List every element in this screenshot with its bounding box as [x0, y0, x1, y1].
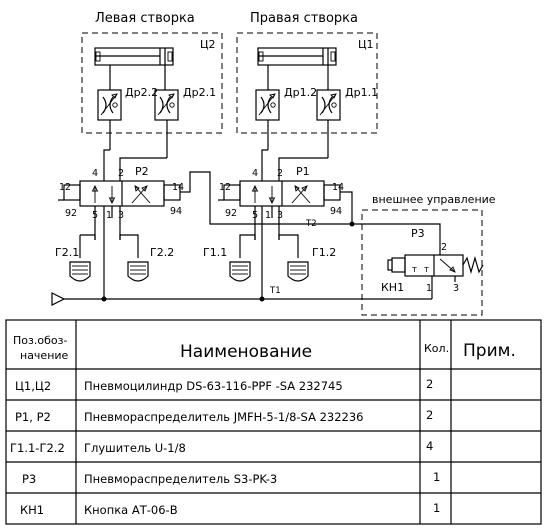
- row3-name: Глушитель U-1/8: [84, 441, 186, 455]
- p1-port94: 94: [330, 206, 342, 217]
- right-title: Правая створка: [250, 11, 358, 26]
- p3-port2: 2: [441, 242, 447, 253]
- row2-qty: 2: [426, 408, 433, 422]
- valve-p3: т т: [188, 171, 484, 282]
- p2-port4: 4: [92, 168, 98, 179]
- p3-t-right: т: [424, 265, 429, 275]
- throttle-valve-dr1-1: [316, 89, 341, 121]
- g21-label: Г2.1: [55, 246, 79, 259]
- p2-port14: 14: [172, 182, 184, 193]
- cylinder-c1: [257, 47, 337, 90]
- t1-label: Т1: [269, 286, 281, 296]
- valve-p1: [218, 149, 348, 240]
- row5-pos: КН1: [20, 503, 44, 517]
- supply-line: [51, 240, 433, 306]
- p1-port5: 5: [252, 210, 258, 221]
- dr21-label: Др2.1: [183, 86, 216, 99]
- p2-port12: 12: [59, 182, 71, 193]
- throttle-valve-dr2-2: [97, 89, 122, 121]
- row3-pos: Г1.1-Г2.2: [10, 441, 65, 455]
- silencer-g1-2: [278, 234, 309, 282]
- external-control-label: внешнее управление: [372, 193, 496, 206]
- silencer-g2-1: [69, 234, 96, 282]
- g22-label: Г2.2: [150, 246, 174, 259]
- p1-port12: 12: [219, 182, 231, 193]
- row3-qty: 4: [426, 439, 433, 453]
- kn1-label: КН1: [381, 281, 404, 294]
- header-name: Наименование: [180, 342, 312, 362]
- p1-port2: 2: [277, 168, 283, 179]
- left-title: Левая створка: [95, 11, 195, 26]
- p1-port92: 92: [225, 208, 237, 219]
- left-cylinder-group-frame: [81, 32, 223, 134]
- row4-qty: 1: [433, 470, 440, 484]
- row2-pos: Р1, Р2: [15, 410, 51, 424]
- g11-label: Г1.1: [203, 246, 227, 259]
- silencer-g2-2: [119, 234, 149, 282]
- p1-port14: 14: [332, 182, 344, 193]
- dr22-label: Др2.2: [125, 86, 158, 99]
- row2-name: Пневмораспределитель JMFH-5-1/8-SA 23223…: [84, 410, 364, 424]
- p3-port3: 3: [453, 283, 459, 294]
- header-pos-line1: Поз.обоз-: [13, 334, 67, 347]
- p3-t-left: т: [412, 265, 417, 275]
- c2-label: Ц2: [200, 38, 216, 51]
- parts-table: [5, 319, 542, 525]
- row4-pos: Р3: [22, 472, 36, 486]
- p2-port1: 1: [106, 210, 112, 221]
- row1-qty: 2: [426, 377, 433, 391]
- dr11-label: Др1.1: [345, 86, 378, 99]
- header-qty: Кол.: [424, 342, 449, 355]
- c1-label: Ц1: [358, 38, 374, 51]
- p2-port94: 94: [170, 206, 182, 217]
- p3-port1: 1: [426, 283, 432, 294]
- row1-name: Пневмоцилиндр DS-63-116-PPF -SA 232745: [84, 379, 343, 393]
- throttle-valve-dr2-1: [154, 89, 179, 121]
- header-note: Прим.: [463, 341, 516, 361]
- p1-label: Р1: [296, 165, 310, 178]
- p1-port3: 3: [277, 210, 283, 221]
- p2-label: Р2: [135, 165, 149, 178]
- cylinder-c2: [94, 47, 174, 90]
- p1-port1: 1: [265, 210, 271, 221]
- throttle-valve-dr1-2: [255, 89, 280, 121]
- dr12-label: Др1.2: [284, 86, 317, 99]
- p2-port2: 2: [118, 168, 124, 179]
- g12-label: Г1.2: [312, 246, 336, 259]
- p3-label: Р3: [411, 227, 425, 240]
- row1-pos: Ц1,Ц2: [15, 379, 51, 393]
- p2-port5: 5: [92, 210, 98, 221]
- silencer-g1-1: [229, 234, 256, 282]
- p2-port3: 3: [118, 210, 124, 221]
- header-pos-line2: начение: [20, 349, 69, 362]
- row5-name: Кнопка АТ-06-В: [84, 503, 178, 517]
- right-cylinder-group-frame: [236, 32, 378, 134]
- p1-port4: 4: [252, 168, 258, 179]
- t2-label: Т2: [305, 219, 317, 229]
- row5-qty: 1: [433, 501, 440, 515]
- p2-port92: 92: [65, 208, 77, 219]
- external-control-frame: [361, 209, 483, 316]
- row4-name: Пневмораспределитель S3-PK-3: [84, 472, 277, 486]
- valve-p2: [58, 149, 188, 240]
